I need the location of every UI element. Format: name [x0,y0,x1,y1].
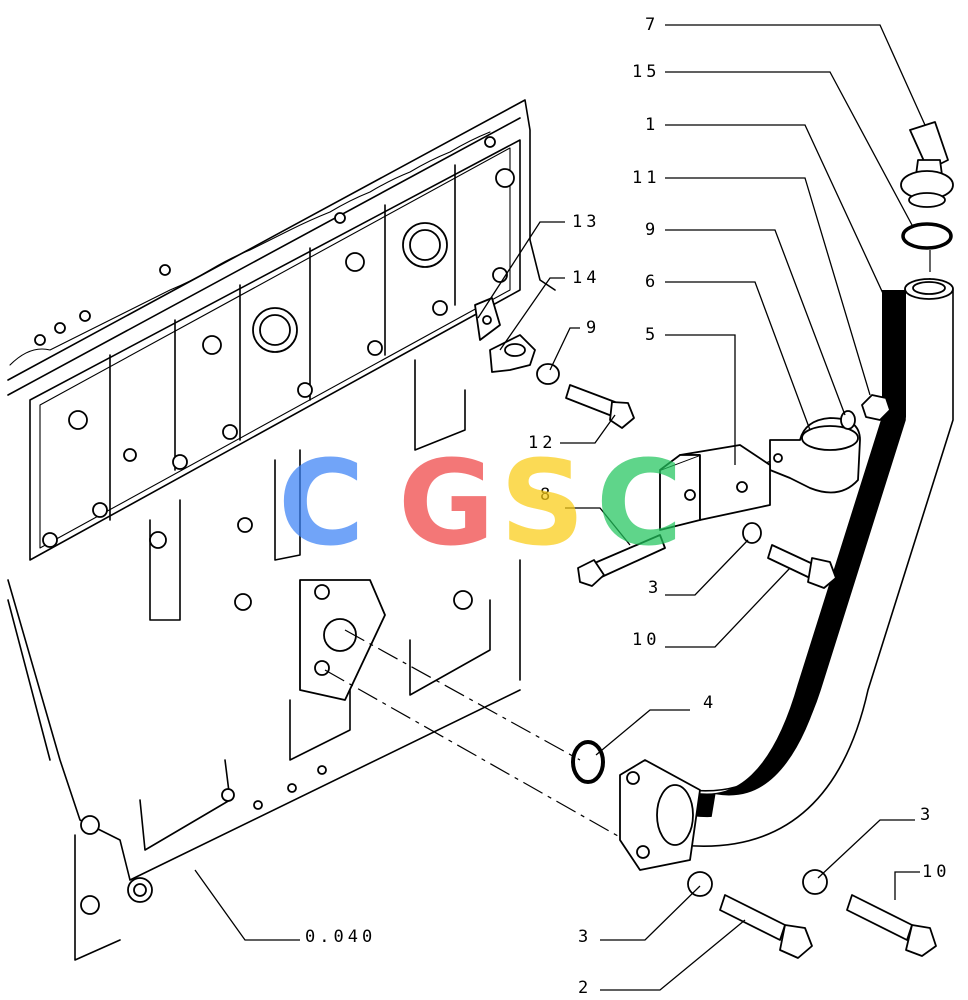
clamp [769,417,861,494]
callout-label-8: 8 [540,485,554,505]
callout-label-9b: 9 [586,318,600,338]
o-ring [571,740,605,784]
bolt-8 [577,534,666,587]
callout-label-14: 14 [572,268,600,288]
bracket [659,444,771,531]
bolt-10-lower [846,894,937,957]
watermark-letter-c1: C [278,434,365,572]
clip-14 [489,334,536,373]
watermark-letter-c2: C [596,434,683,572]
callout-label-10: 10 [632,630,660,650]
callout-label-6: 6 [645,272,659,292]
seal-ring [901,222,953,250]
watermark: C G S C [278,434,683,572]
watermark-letter-g: G [398,434,495,572]
oil-filler-tube [679,278,954,858]
callout-label-4: 4 [703,693,717,713]
callout-labels: 7 15 1 11 9 6 5 13 14 9 12 8 3 10 4 3 10… [305,15,950,998]
dipstick-cap [900,121,954,208]
callout-label-7: 7 [645,15,659,35]
callout-label-11: 11 [632,168,660,188]
head-holes [34,136,515,548]
callout-label-13: 13 [572,212,600,232]
callout-label-3b: 3 [920,805,934,825]
callout-label-3: 3 [648,578,662,598]
callout-label-12: 12 [528,433,556,453]
centerline-lower [324,669,626,841]
callout-label-3c: 3 [578,927,592,947]
callout-label-9: 9 [645,220,659,240]
watermark-letter-s: S [500,434,585,572]
callout-label-1: 1 [645,115,659,135]
centerline-upper [344,629,581,761]
callout-label-0040: 0.040 [305,927,376,947]
washer-9-right [840,410,856,430]
clip-13 [474,297,501,341]
washer-9-left [536,363,560,385]
washer-3-lower [687,871,713,897]
bolt-10-mid [767,544,837,589]
callout-label-10b: 10 [922,862,950,882]
callout-label-15: 15 [632,62,660,82]
bolt-2 [719,894,813,959]
nut [861,394,891,421]
callout-leaders [477,24,926,991]
engine-block [7,99,556,961]
callout-label-5: 5 [645,325,659,345]
washer-3-mid [742,522,762,544]
bolt-12 [565,384,635,429]
callout-label-2: 2 [578,978,592,998]
tube-flange [619,759,701,871]
